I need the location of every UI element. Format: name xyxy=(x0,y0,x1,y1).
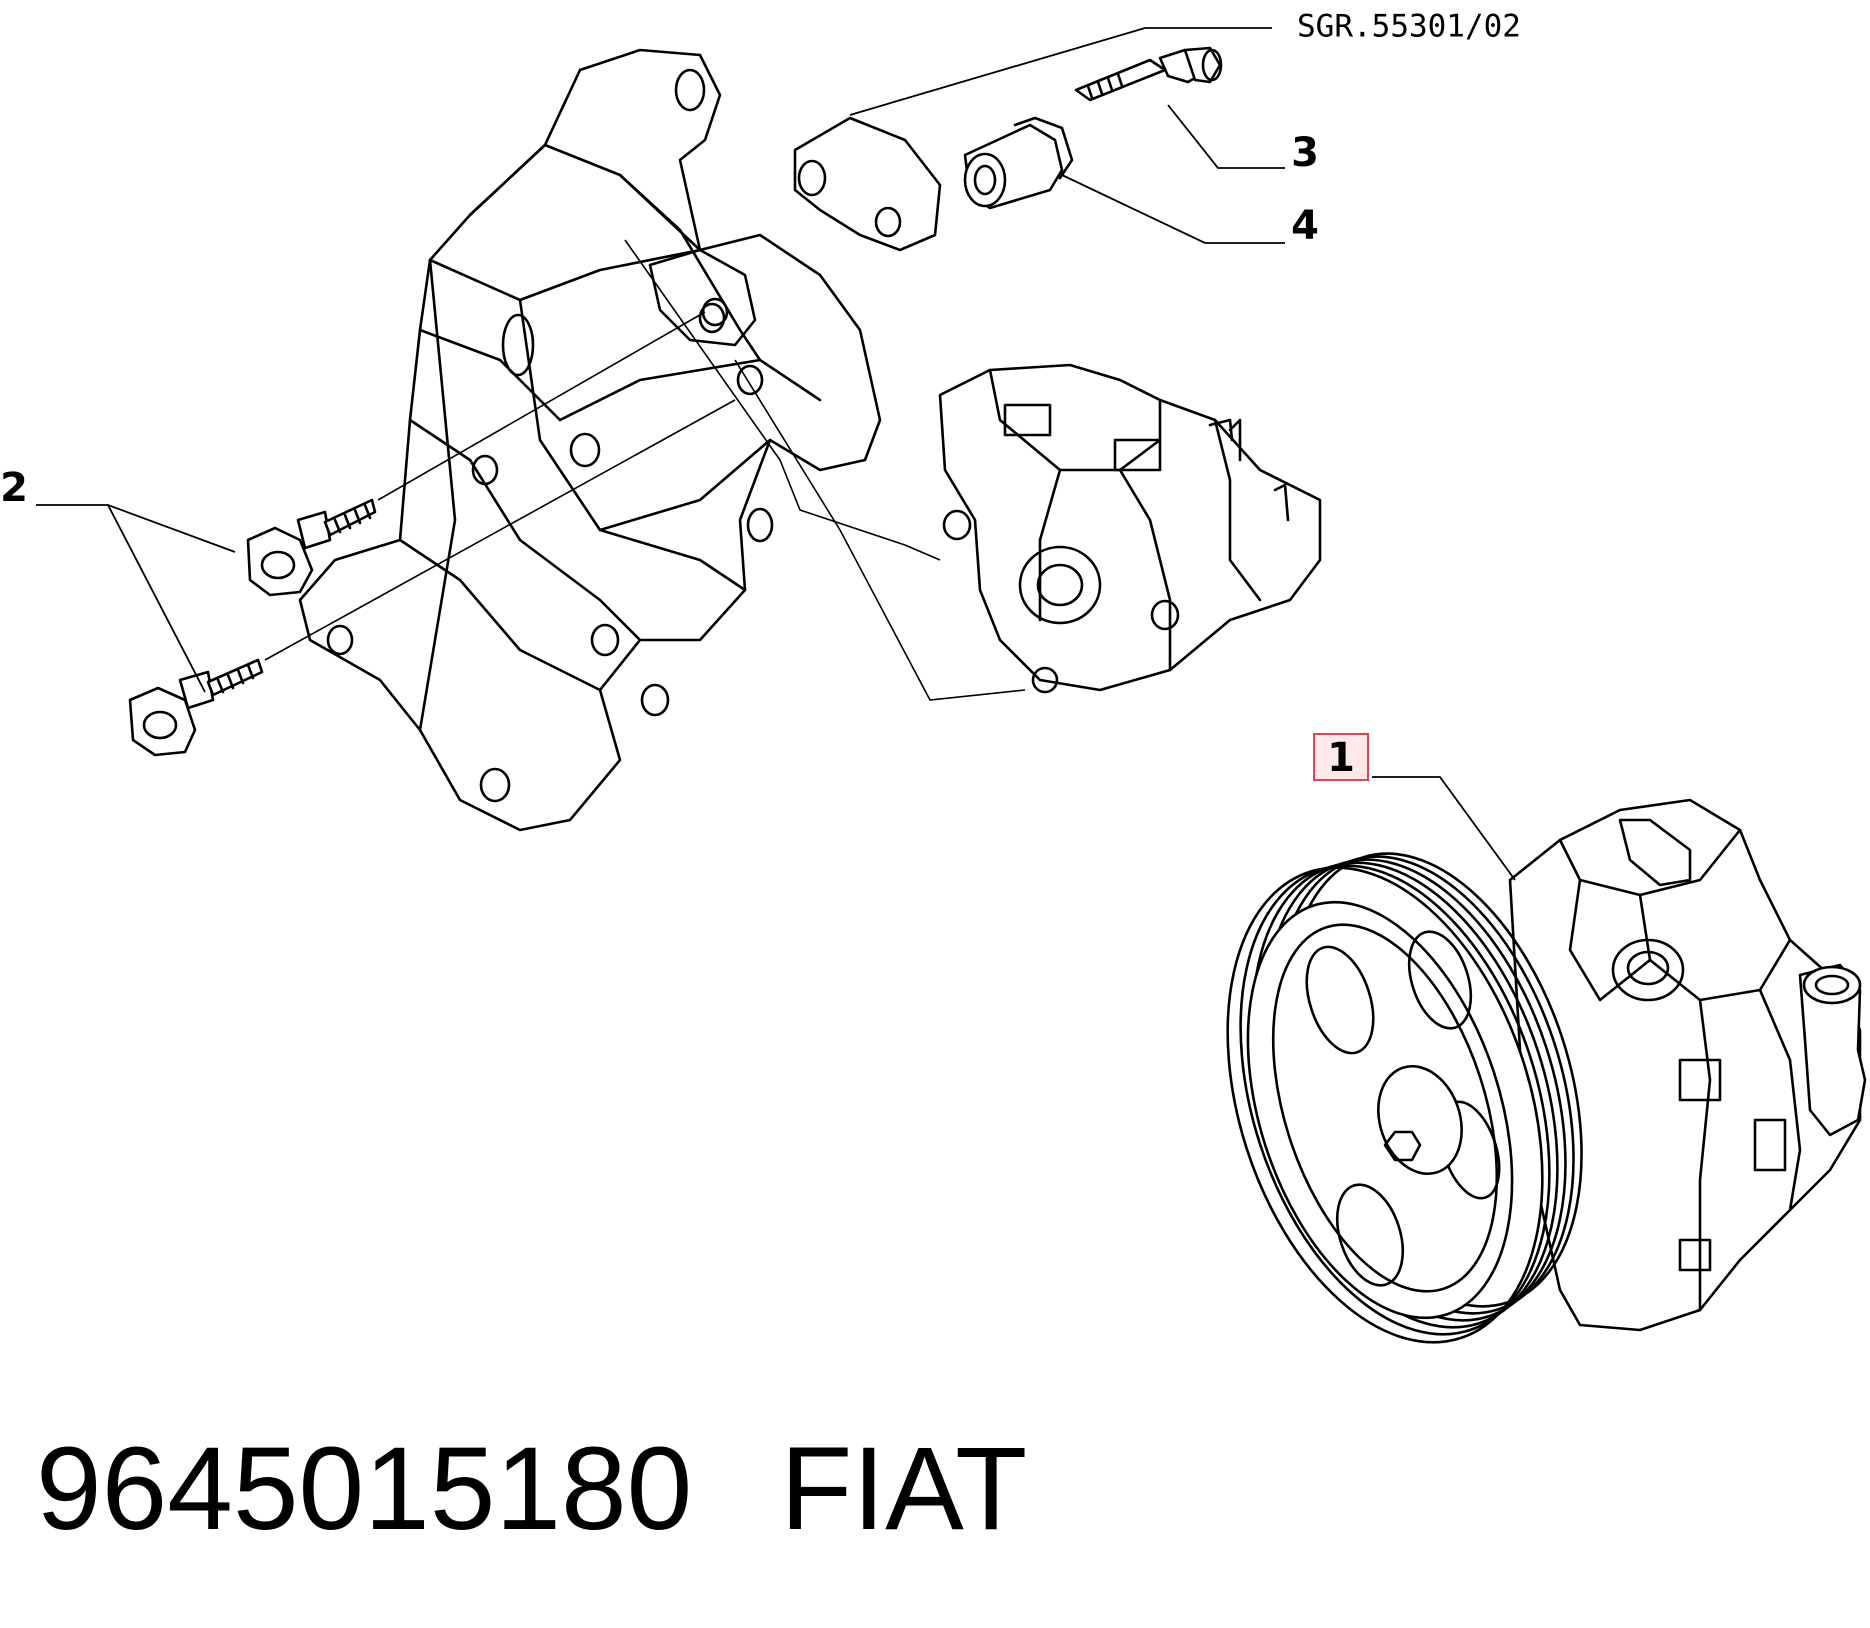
callout-4-label[interactable]: 4 xyxy=(1291,203,1319,249)
bolt-upper-drawing xyxy=(246,498,377,597)
drawing-reference-code: SGR.55301/02 xyxy=(1297,9,1521,45)
callout-2-label[interactable]: 2 xyxy=(0,465,28,511)
brand-name: FIAT xyxy=(780,1423,1028,1555)
callout-3-label[interactable]: 3 xyxy=(1291,130,1319,176)
pump-housing-sketch xyxy=(938,363,1322,694)
bolt-lower-drawing xyxy=(128,658,264,757)
mounting-bracket-drawing xyxy=(298,48,942,832)
callout-1-label[interactable]: 1 xyxy=(1327,735,1355,781)
leader-reference xyxy=(849,27,1272,116)
part-number: 9645015180 xyxy=(36,1423,693,1555)
leader-item-4 xyxy=(1061,174,1285,244)
bushing-drawing xyxy=(963,116,1074,210)
bolt-lower-axis xyxy=(264,399,736,661)
leader-item-3 xyxy=(1167,104,1285,169)
power-steering-pump-drawing xyxy=(1226,798,1867,1344)
leader-lines xyxy=(36,27,1516,881)
leader-item-1 xyxy=(1372,776,1516,881)
callout-1-highlight xyxy=(1313,733,1369,781)
long-bolt-drawing xyxy=(1074,46,1223,102)
alignment-lines xyxy=(624,239,1026,701)
leader-item-2 xyxy=(36,504,236,693)
bolt-upper-axis xyxy=(377,311,706,501)
